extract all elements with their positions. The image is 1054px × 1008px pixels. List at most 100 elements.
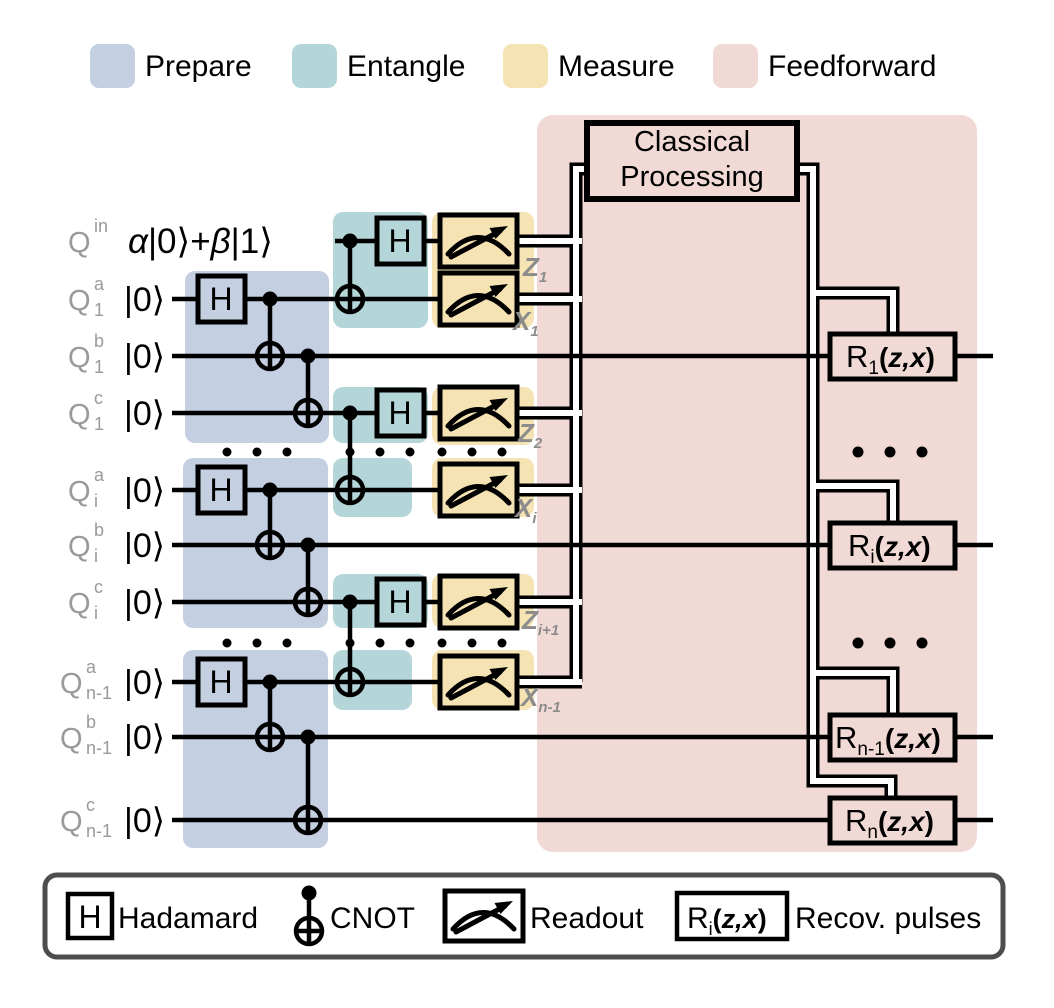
classical-wires-inner [517, 166, 896, 803]
stage-color-legend: Prepare Entangle Measure Feedforward [90, 44, 936, 88]
h-gate-box [195, 273, 248, 325]
cnot-control-dot [301, 885, 317, 901]
outcome-labels: Z1 X1 Z2 Xi Zi+1 Xn-1 [511, 252, 561, 716]
recovery-gate-box [827, 712, 958, 763]
zero-state-label: |0⟩ [124, 472, 165, 510]
meter-arrowhead-icon [489, 587, 508, 600]
cnot-target-icon [292, 586, 324, 618]
zero-state-label: |0⟩ [124, 338, 165, 376]
recovery-gate-box [674, 890, 790, 942]
cnot-control-dot [300, 537, 316, 553]
measure-legend-label: Measure [558, 50, 675, 83]
meter-icon [445, 589, 512, 621]
recovery-gate-label: Rn(z,x) [845, 803, 934, 843]
outcome-label: Z1 [522, 252, 547, 286]
cnot-links [267, 241, 353, 833]
meter-icon [445, 400, 512, 432]
dot [497, 447, 507, 457]
dot [345, 447, 355, 457]
zero-state-label: |0⟩ [124, 802, 165, 840]
hadamard-gates-prepare: H H H [195, 273, 248, 708]
h-gate-label: H [388, 584, 411, 620]
zero-state-label: |0⟩ [124, 584, 165, 622]
hadamard-gates-entangle: H H H [374, 215, 427, 628]
readout-meter [437, 573, 520, 631]
zero-state-label: |0⟩ [124, 527, 165, 565]
dot [467, 447, 477, 457]
classical-processing-line2: Processing [620, 161, 763, 193]
h-gate-box [195, 464, 248, 516]
dot [884, 446, 896, 458]
dot [222, 447, 232, 457]
h-gate-label: H [209, 664, 232, 700]
cnot-target-icon [334, 474, 366, 506]
prepare-legend-label: Prepare [145, 50, 252, 83]
h-gate-label: H [78, 899, 101, 935]
h-gate-box [65, 891, 115, 941]
cnot-target-icon [254, 340, 286, 372]
cnot-targets [254, 283, 366, 836]
hadamard-legend-label: Hadamard [118, 902, 258, 935]
zero-state-label: |0⟩ [124, 395, 165, 433]
entangle-swatch [292, 44, 337, 88]
h-gate-label: H [209, 472, 232, 508]
dot [282, 447, 292, 457]
cnot-target-icon [334, 666, 366, 698]
recovery-gates: R1(z,x) Ri(z,x) Rn-1(z,x) Rn(z,x) [827, 331, 958, 846]
recovery-gate-n: Rn(z,x) [827, 795, 958, 846]
dot [852, 446, 864, 458]
dot [467, 638, 477, 648]
cnot-controls [262, 233, 358, 745]
cnot-control-dot [342, 405, 358, 421]
h-gate-box [374, 215, 427, 267]
cnot-control-dot [300, 729, 316, 745]
cnot-control-dot [300, 348, 316, 364]
cnot-target-icon [254, 529, 286, 561]
recovery-gate-box [827, 795, 958, 846]
cnot-target-icon [292, 397, 324, 429]
classical-processing-rect [584, 120, 800, 202]
cnot-legend-label: CNOT [330, 902, 415, 935]
meter-icon [445, 669, 512, 701]
cnot-target-icon [292, 804, 324, 836]
outcome-label: Z2 [517, 418, 543, 452]
recovery-gate-i: Ri(z,x) [827, 520, 958, 571]
ellipsis-dots-row2 [222, 638, 507, 648]
cnot-control-dot [262, 674, 278, 690]
qubit-label: Qin [68, 216, 108, 259]
meter-icon [445, 286, 512, 318]
recovery-gate-label: Rn-1(z,x) [835, 720, 941, 760]
dot [852, 637, 864, 649]
recovery-legend-label: Recov. pulses [795, 902, 981, 935]
dot [252, 447, 262, 457]
dot [375, 447, 385, 457]
meter-arrowhead-icon [494, 901, 513, 914]
h-gate-box [374, 387, 427, 439]
dot [916, 446, 928, 458]
h-gate-box [374, 576, 427, 628]
recovery-gate-label: Ri(z,x) [848, 528, 931, 568]
readout-meter [437, 461, 520, 519]
readout-meter [437, 212, 520, 270]
meter-arrowhead-icon [489, 284, 508, 297]
classical-wires [517, 162, 900, 803]
h-gate-label: H [388, 223, 411, 259]
readout-meters [437, 212, 520, 711]
dot [222, 638, 232, 648]
outcome-label: Zi+1 [521, 605, 559, 639]
outcome-label: X1 [511, 306, 539, 340]
readout-legend-label: Readout [530, 902, 644, 935]
cnot-control-dot [262, 291, 278, 307]
dot [405, 447, 415, 457]
symbol-legend: H Hadamard CNOT Readout Ri(z,x) Recov. p… [42, 872, 1006, 960]
ellipsis-dots-row1 [222, 447, 507, 457]
meter-arrowhead-icon [489, 475, 508, 488]
dot [252, 638, 262, 648]
